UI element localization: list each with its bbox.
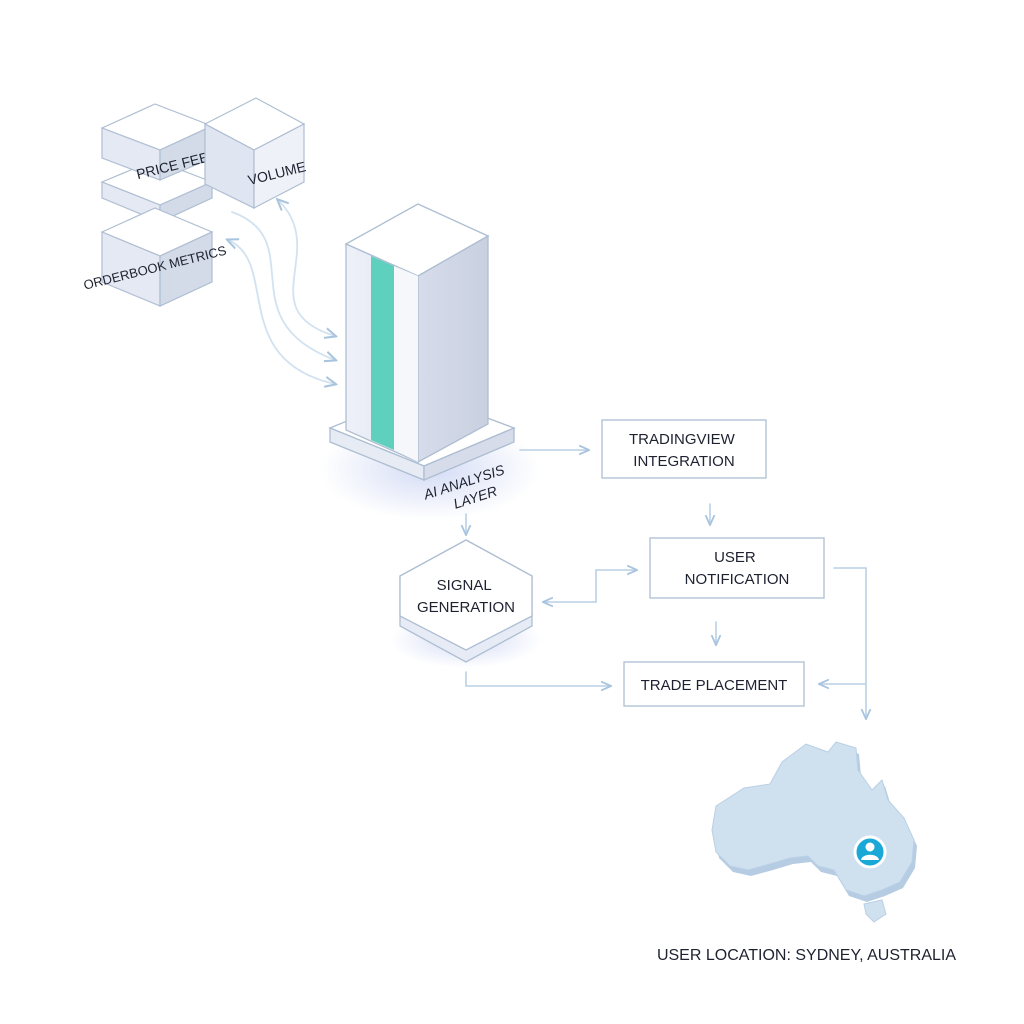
flow-signal-notification (544, 570, 636, 602)
signal-generation-label: SIGNAL GENERATION (417, 577, 515, 616)
flow-signal-to-trade (465, 671, 610, 686)
flow-volume-to-ai (278, 200, 335, 336)
source-blocks: PRICE FEEDS VOLUME ORDERBOOK METRICS (82, 97, 307, 307)
tradingview-integration-node: TRADINGVIEW INTEGRATION (601, 419, 767, 479)
user-notification-label: USER NOTIFICATION (685, 549, 790, 588)
flow-orderbook-to-ai (228, 240, 335, 384)
tradingview-integration-label: TRADINGVIEW INTEGRATION (629, 431, 739, 470)
trade-placement-node: TRADE PLACEMENT (623, 661, 805, 707)
ai-analysis-layer: AI ANALYSIS LAYER (320, 203, 540, 520)
user-location-caption: USER LOCATION: SYDNEY, AUSTRALIA (657, 947, 956, 964)
flow-price-to-ai (231, 211, 335, 360)
source-flows (228, 200, 335, 384)
user-notification-node: USER NOTIFICATION (649, 537, 825, 599)
signal-generation-node: SIGNAL GENERATION (390, 539, 542, 668)
trade-placement-label: TRADE PLACEMENT (641, 677, 788, 694)
price-feeds-block: PRICE FEEDS (100, 103, 229, 223)
volume-block: VOLUME (203, 97, 307, 209)
ai-layer-accent-strip (371, 256, 394, 450)
australia-map (711, 741, 917, 923)
orderbook-metrics-block: ORDERBOOK METRICS (82, 207, 228, 307)
user-pin-icon (853, 835, 887, 869)
flow-notification-right-rail (833, 567, 866, 718)
